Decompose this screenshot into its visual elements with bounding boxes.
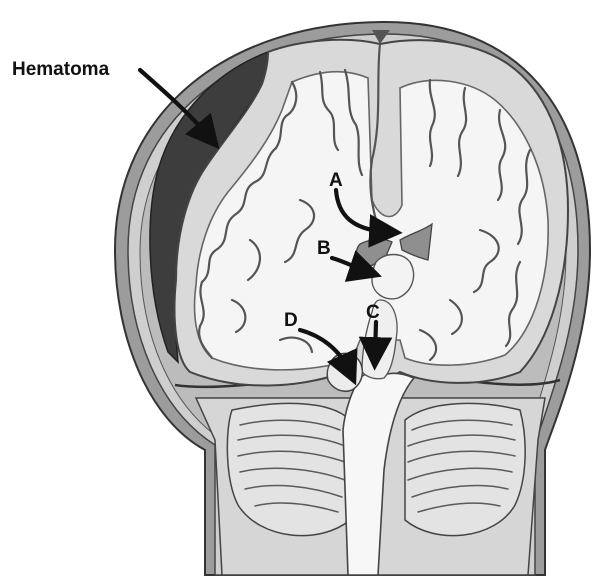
label-b: B bbox=[317, 238, 331, 259]
arrow-c bbox=[375, 322, 376, 356]
thalamus bbox=[372, 255, 414, 299]
label-c: C bbox=[366, 302, 380, 323]
label-d: D bbox=[284, 310, 298, 331]
label-a: A bbox=[329, 170, 343, 191]
hematoma-label: Hematoma bbox=[12, 59, 110, 80]
